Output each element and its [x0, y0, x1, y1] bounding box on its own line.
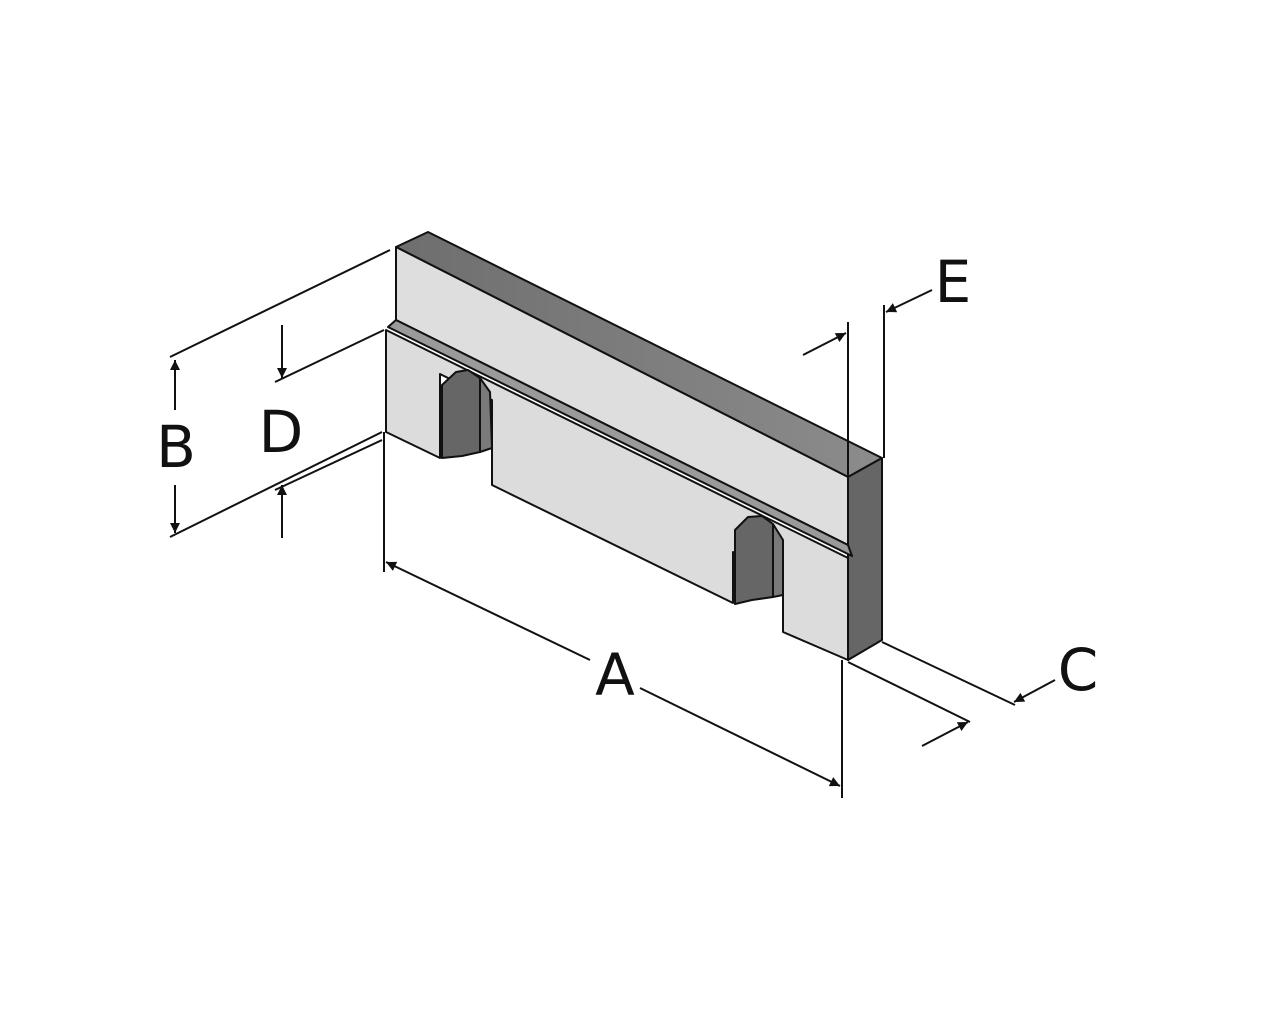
part-body	[385, 231, 883, 661]
groove	[387, 319, 853, 557]
dim-c-arrow-in	[921, 721, 969, 747]
dim-a-arrow-left	[385, 561, 591, 661]
label-a: A	[595, 641, 635, 709]
dim-e-arrow-out	[885, 289, 933, 313]
dim-a-arrow-right	[639, 687, 841, 787]
left-notch	[441, 369, 493, 459]
right-side-face	[847, 457, 883, 661]
dim-c-arrow-out	[1013, 679, 1056, 703]
label-b: B	[156, 413, 196, 481]
lower-front-face	[385, 329, 849, 661]
label-c: C	[1058, 636, 1099, 704]
label-d: D	[259, 398, 304, 466]
dimension-lines	[169, 249, 1056, 798]
dim-e-arrow-in	[802, 332, 847, 356]
label-e: E	[935, 248, 972, 316]
right-notch	[734, 515, 784, 605]
